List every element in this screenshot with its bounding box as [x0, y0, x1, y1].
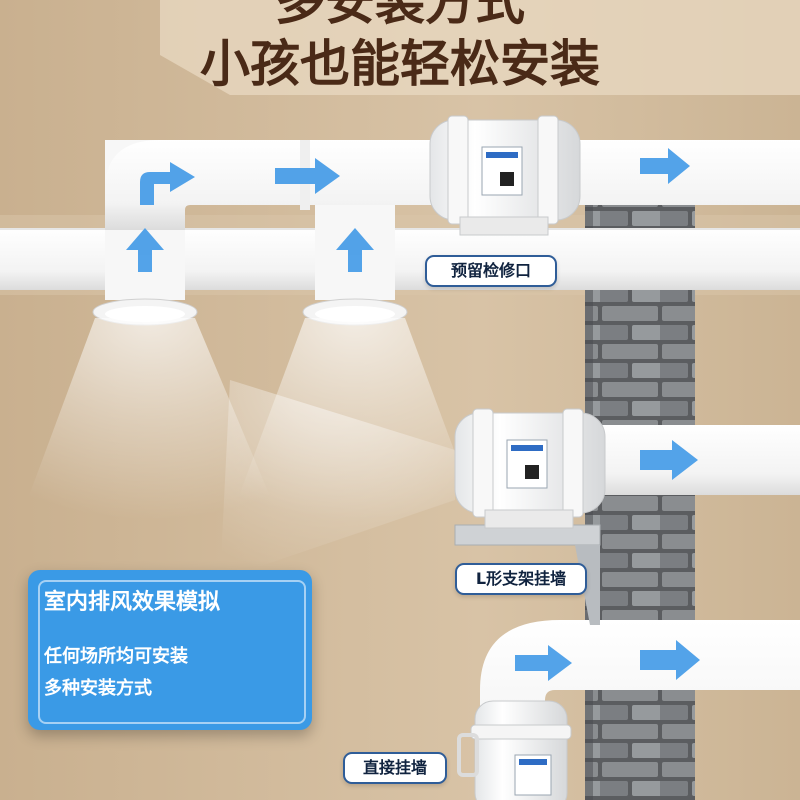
label-reserve-port: 预留检修口: [425, 255, 557, 287]
info-card: 室内排风效果模拟 任何场所均可安装 多种安装方式: [28, 570, 312, 730]
info-card-line1: 任何场所均可安装: [44, 646, 188, 667]
info-card-line2: 多种安装方式: [44, 678, 152, 699]
label-direct-wall: 直接挂墙: [343, 752, 447, 784]
headline-line1: 多安装方式: [275, 0, 525, 31]
info-card-title: 室内排风效果模拟: [44, 590, 221, 615]
label-l-bracket: L形支架挂墙: [455, 563, 587, 595]
inline-fan-bottom: [457, 700, 572, 800]
info-card-frame: [38, 580, 306, 724]
inline-fan-middle: [454, 408, 606, 529]
headline-line2: 小孩也能轻松安装: [200, 35, 600, 93]
inline-fan-top: [429, 115, 581, 236]
